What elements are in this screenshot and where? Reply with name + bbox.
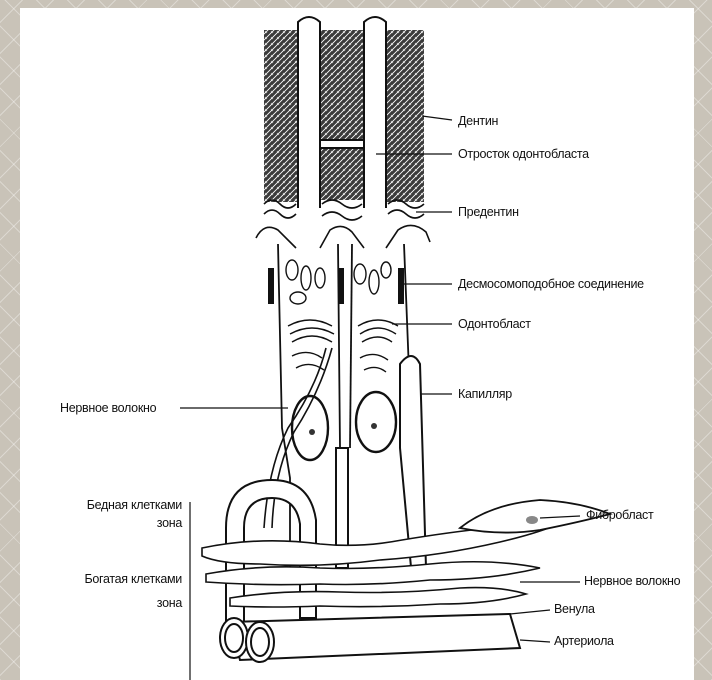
- label-nerve-fiber-left: Нервное волокно: [60, 401, 156, 415]
- label-cell-rich-zone-2: зона: [60, 596, 182, 610]
- predentin-layer: [256, 200, 430, 248]
- label-venule: Венула: [554, 602, 595, 616]
- dentin-region: [264, 30, 424, 202]
- venule-arteriole: [220, 614, 520, 662]
- label-odontoblast-process: Отросток одонтобласта: [458, 147, 589, 161]
- label-capillary: Капилляр: [458, 387, 512, 401]
- label-cell-rich-zone-1: Богатая клетками: [60, 572, 182, 586]
- label-cell-poor-zone-1: Бедная клетками: [60, 498, 182, 512]
- label-cell-poor-zone-2: зона: [60, 516, 182, 530]
- label-nerve-fiber-right: Нервное волокно: [584, 574, 680, 588]
- label-fibroblast: Фибробласт: [586, 508, 653, 522]
- diagram-panel: Дентин Отросток одонтобласта Предентин Д…: [20, 8, 694, 680]
- label-odontoblast: Одонтобласт: [458, 317, 531, 331]
- label-dentin: Дентин: [458, 114, 498, 128]
- label-desmosome: Десмосомоподобное соединение: [458, 277, 644, 291]
- fibroblast-nucleus: [526, 516, 538, 524]
- label-arteriole: Артериола: [554, 634, 614, 648]
- desmosome-junctions: [268, 268, 404, 304]
- label-predentin: Предентин: [458, 205, 519, 219]
